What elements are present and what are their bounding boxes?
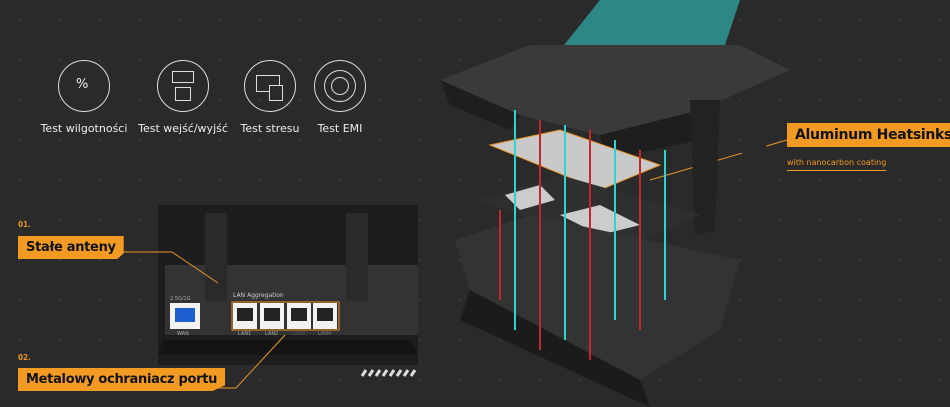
port-label: LAN3 — [292, 331, 306, 337]
port-label: LAN4 — [318, 331, 332, 337]
callout-port-guard: Metalowy ochraniacz portu — [18, 368, 226, 391]
test-label: Test stresu — [240, 122, 300, 135]
devices-gear-icon — [244, 60, 296, 112]
callout-heatsinks-sub: with nanocarbon coating — [787, 158, 887, 171]
antenna-signal-icon — [314, 60, 366, 112]
callout-line-antenna — [110, 251, 219, 284]
port-label: LAN1 — [238, 331, 252, 337]
wan-speed-label: 2.5G/1G — [170, 296, 191, 302]
lan-aggregation-label: LAN Aggregation — [233, 292, 284, 299]
test-label: Test EMI — [317, 122, 363, 135]
test-stress: Test stresu — [220, 60, 320, 135]
callout-heatsinks: Aluminum Heatsinks — [787, 123, 950, 147]
wan-port — [175, 308, 195, 322]
test-label: Test wilgotności — [40, 122, 128, 135]
humidity-drop-icon: % — [58, 60, 110, 112]
port-label: WAN — [177, 331, 189, 337]
callout-number: 02. — [18, 353, 31, 362]
callout-fixed-antennas: Stałe anteny — [18, 236, 124, 259]
port-label: LAN2 — [265, 331, 279, 337]
callout-number: 01. — [18, 220, 31, 229]
ports-icon — [157, 60, 209, 112]
router-rear-photo — [158, 205, 418, 377]
antenna-right — [346, 213, 368, 301]
test-emi: Test EMI — [290, 60, 390, 135]
test-label: Test wejść/wyjść — [138, 122, 228, 135]
exploded-router — [440, 0, 790, 407]
test-humidity: % Test wilgotności — [34, 60, 134, 135]
antenna-left — [205, 213, 227, 301]
test-io: Test wejść/wyjść — [133, 60, 233, 135]
